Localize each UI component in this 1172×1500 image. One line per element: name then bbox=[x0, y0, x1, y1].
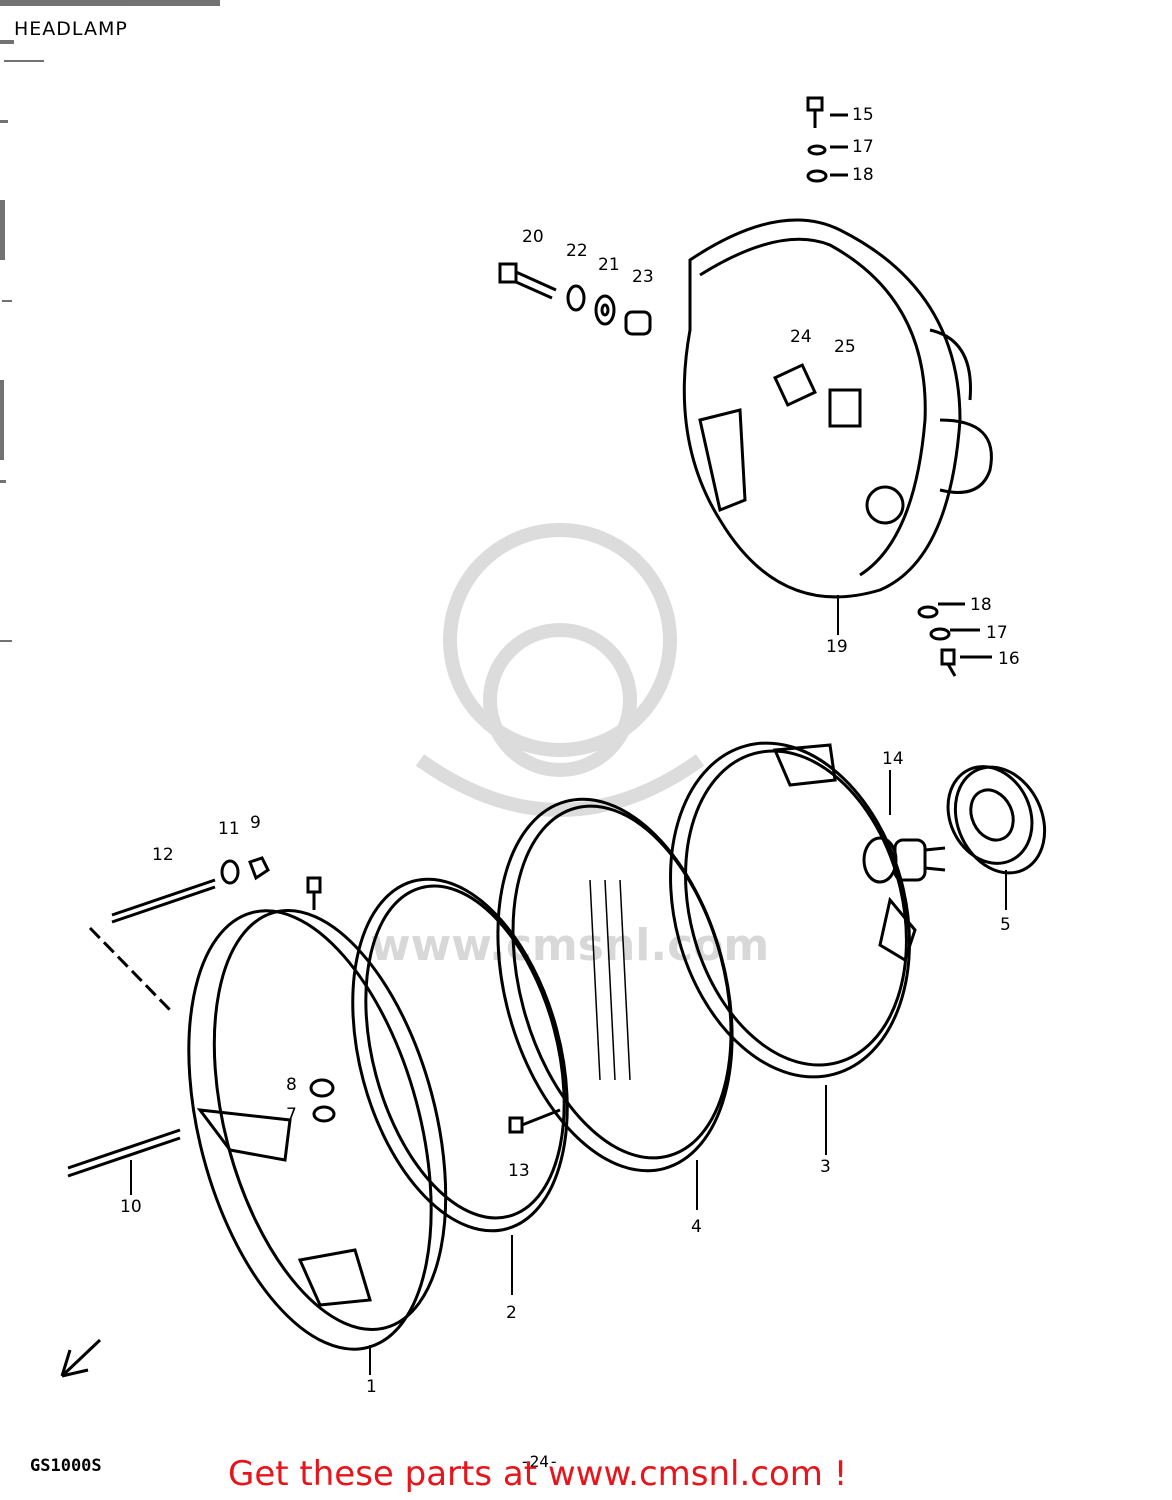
part-label: 11 bbox=[218, 819, 240, 839]
part-label: 20 bbox=[522, 227, 544, 247]
part-label: 14 bbox=[882, 749, 904, 769]
headlamp-rim bbox=[187, 909, 448, 1351]
part-label: 16 bbox=[998, 649, 1020, 669]
part-label: 2 bbox=[506, 1303, 517, 1323]
model-code: GS1000S bbox=[30, 1456, 102, 1476]
part-label: 24 bbox=[790, 327, 812, 347]
part-label: 18 bbox=[852, 165, 874, 185]
headlamp-bulb bbox=[862, 836, 946, 884]
top-fasteners bbox=[806, 96, 848, 183]
part-label: 23 bbox=[632, 267, 654, 287]
part-label: 17 bbox=[986, 623, 1008, 643]
part-labels: 1 2 3 4 5 7 8 9 10 11 12 13 14 15 16 17 … bbox=[120, 105, 1020, 1397]
watermark bbox=[415, 523, 705, 817]
scan-noise bbox=[0, 0, 220, 642]
part-label: 18 bbox=[970, 595, 992, 615]
headlamp-housing bbox=[682, 218, 993, 599]
page-number: -24- bbox=[520, 1452, 559, 1471]
part-label: 25 bbox=[834, 337, 856, 357]
buy-parts-link[interactable]: Get these parts at www.cmsnl.com ! bbox=[228, 1454, 848, 1494]
part-label: 21 bbox=[598, 255, 620, 275]
leader-lines bbox=[130, 595, 1007, 1375]
part-label: 7 bbox=[286, 1105, 297, 1125]
retaining-ring bbox=[351, 877, 569, 1233]
part-label: 3 bbox=[820, 1157, 831, 1177]
part-label: 4 bbox=[691, 1217, 702, 1237]
part-label: 10 bbox=[120, 1197, 142, 1217]
part-label: 1 bbox=[366, 1377, 377, 1397]
part-label: 15 bbox=[852, 105, 874, 125]
part-label: 8 bbox=[286, 1075, 297, 1095]
lower-fasteners bbox=[917, 602, 992, 677]
headlamp-lens bbox=[496, 797, 734, 1173]
diagram-title: HEADLAMP bbox=[14, 18, 128, 40]
small-hardware bbox=[67, 856, 561, 1178]
part-label: 5 bbox=[1000, 915, 1011, 935]
part-label: 13 bbox=[508, 1161, 530, 1181]
part-label: 17 bbox=[852, 137, 874, 157]
part-label: 22 bbox=[566, 241, 588, 261]
part-label: 9 bbox=[250, 813, 261, 833]
part-label: 12 bbox=[152, 845, 174, 865]
part-label: 19 bbox=[826, 637, 848, 657]
front-arrow-icon bbox=[60, 1338, 102, 1378]
watermark-text: www.cmsnl.com bbox=[370, 920, 769, 971]
bulb-socket-cover bbox=[946, 765, 1047, 875]
mount-bolt-set bbox=[498, 262, 652, 336]
